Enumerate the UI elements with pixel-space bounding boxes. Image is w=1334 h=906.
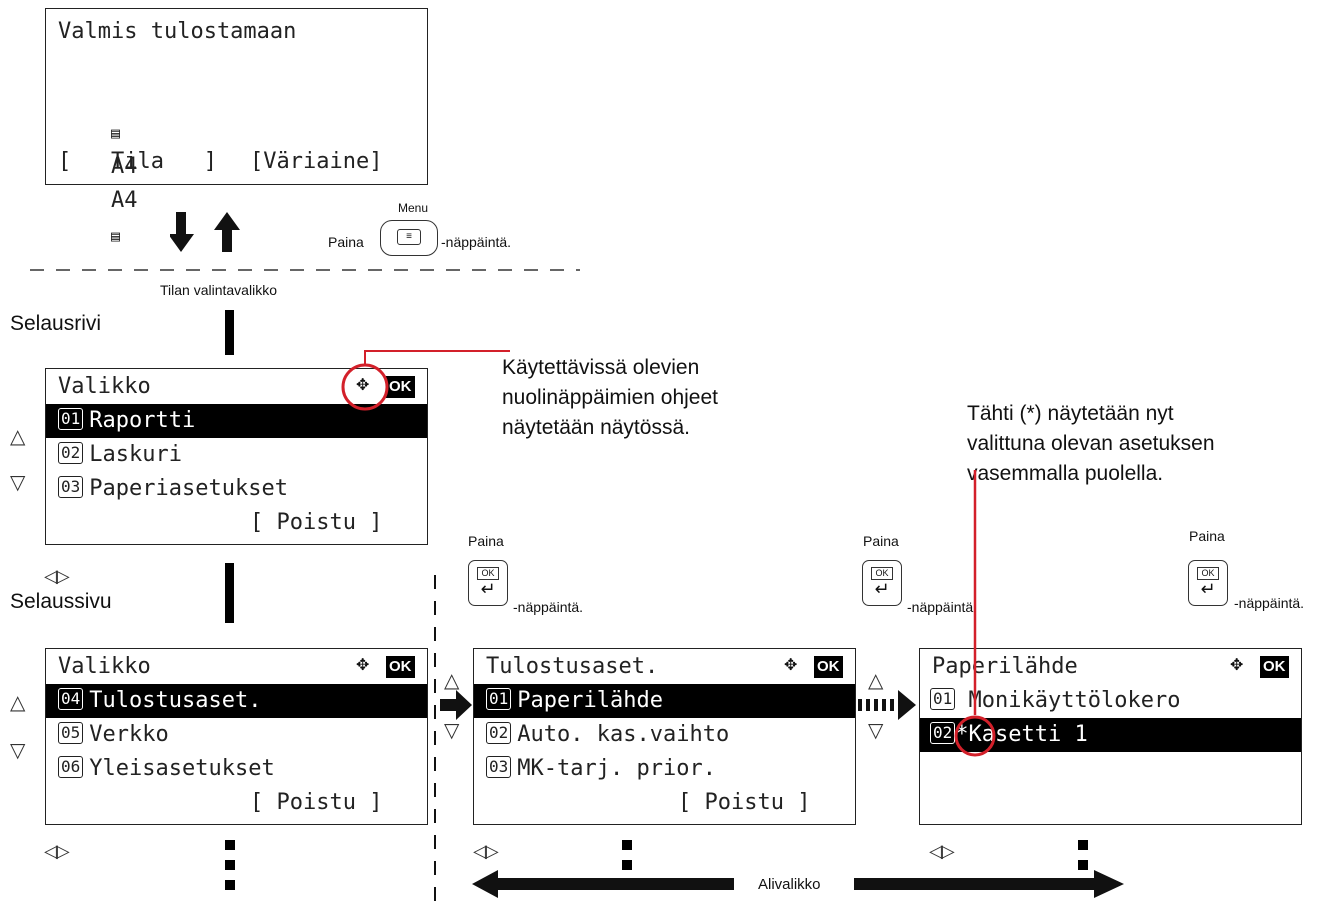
scroll-up-icon: △	[10, 692, 26, 714]
continuation-dots	[225, 840, 235, 900]
press-menu-prefix: Paina	[328, 234, 364, 250]
option-cassette-1[interactable]: 02*Kasetti 1	[920, 718, 1301, 752]
mode-separator	[30, 269, 580, 271]
enter-arrow-icon	[858, 690, 916, 720]
scroll-down-icon: ▽	[444, 720, 460, 742]
scroll-row-label: Selausrivi	[10, 312, 102, 335]
arrow-keys-icon: ✥	[1230, 657, 1244, 674]
screen-title: Paperilähde	[932, 654, 1078, 679]
scroll-page-label: Selaussivu	[10, 590, 112, 613]
arrow-keys-icon: ✥	[356, 657, 370, 674]
arrow-callout	[341, 350, 510, 411]
scroll-down-icon: ▽	[868, 720, 884, 742]
menu-title: Valikko	[58, 374, 151, 399]
press-ok-prefix-1: Paina	[468, 533, 504, 549]
screen-title: Tulostusaset.	[486, 654, 659, 679]
page-left-right-icon: ◁▷	[44, 841, 70, 861]
cassette-icon: ▤	[110, 227, 121, 245]
ok-badge: OK	[814, 656, 843, 678]
exit-softkey[interactable]: [ Poistu ]	[250, 510, 383, 535]
mp-tray-icon: ▤	[110, 124, 121, 142]
down-arrow-icon	[170, 212, 194, 252]
ok-badge: OK	[1260, 656, 1289, 678]
asterisk-callout	[954, 470, 996, 757]
scroll-up-icon: △	[444, 670, 460, 692]
scroll-up-icon: △	[10, 426, 26, 448]
press-ok-suffix-2: -näppäintä.	[907, 599, 978, 615]
paper-size-2: A4	[110, 188, 138, 213]
exit-softkey[interactable]: [ Poistu ]	[250, 790, 383, 815]
ready-screen: Valmis tulostamaan ▤ A4 A4 ▤ [ Tila ] [V…	[45, 8, 428, 245]
connector-bar-mid	[225, 563, 234, 623]
page-left-right-icon: ◁▷	[473, 841, 499, 861]
scroll-up-icon: △	[868, 670, 884, 692]
connector-bar-top	[225, 310, 234, 355]
up-down-arrows	[170, 212, 240, 252]
menu-key[interactable]: ≡	[380, 220, 438, 256]
ok-badge: OK	[386, 376, 415, 398]
arrow-keys-icon: ✥	[356, 377, 370, 394]
scroll-down-icon: ▽	[10, 472, 26, 494]
press-ok-suffix-1: -näppäintä.	[513, 599, 584, 615]
page-left-right-icon: ◁▷	[44, 566, 70, 586]
press-ok-suffix-3: -näppäintä.	[1234, 595, 1305, 611]
ok-key-1[interactable]: OK↵	[468, 560, 508, 606]
ready-status-text: Valmis tulostamaan	[58, 19, 297, 44]
press-menu-suffix: -näppäintä.	[441, 234, 512, 250]
submenu-separator	[434, 575, 436, 905]
exit-softkey[interactable]: [ Poistu ]	[678, 790, 811, 815]
status-softkey[interactable]: [ Tila ]	[58, 149, 217, 174]
ok-key-2[interactable]: OK↵	[862, 560, 902, 606]
status-menu-label: Tilan valintavalikko	[160, 282, 277, 298]
menu-icon: ≡	[397, 229, 421, 245]
press-ok-prefix-2: Paina	[863, 533, 899, 549]
submenu-arrow	[472, 870, 1124, 898]
menu-title: Valikko	[58, 654, 151, 679]
submenu-label: Alivalikko	[758, 876, 821, 893]
paper-size-1: A4	[110, 154, 138, 179]
option-mp-tray[interactable]: 01 Monikäyttölokero	[920, 684, 1301, 718]
arrow-keys-icon: ✥	[784, 657, 798, 674]
paper-source-screen: Paperilähde ✥ OK 01 Monikäyttölokero 02*…	[919, 648, 1302, 825]
ok-badge: OK	[386, 656, 415, 678]
ok-key-3[interactable]: OK↵	[1188, 560, 1228, 606]
page-left-right-icon: ◁▷	[929, 841, 955, 861]
paper-info-row: ▤ A4 A4 ▤	[46, 81, 427, 245]
up-arrow-icon	[214, 212, 240, 252]
press-ok-prefix-3: Paina	[1189, 528, 1225, 544]
scroll-down-icon: ▽	[10, 740, 26, 762]
enter-arrow-icon	[440, 690, 472, 720]
toner-softkey[interactable]: [Väriaine]	[250, 149, 383, 174]
menu-key-label: Menu	[398, 201, 429, 215]
